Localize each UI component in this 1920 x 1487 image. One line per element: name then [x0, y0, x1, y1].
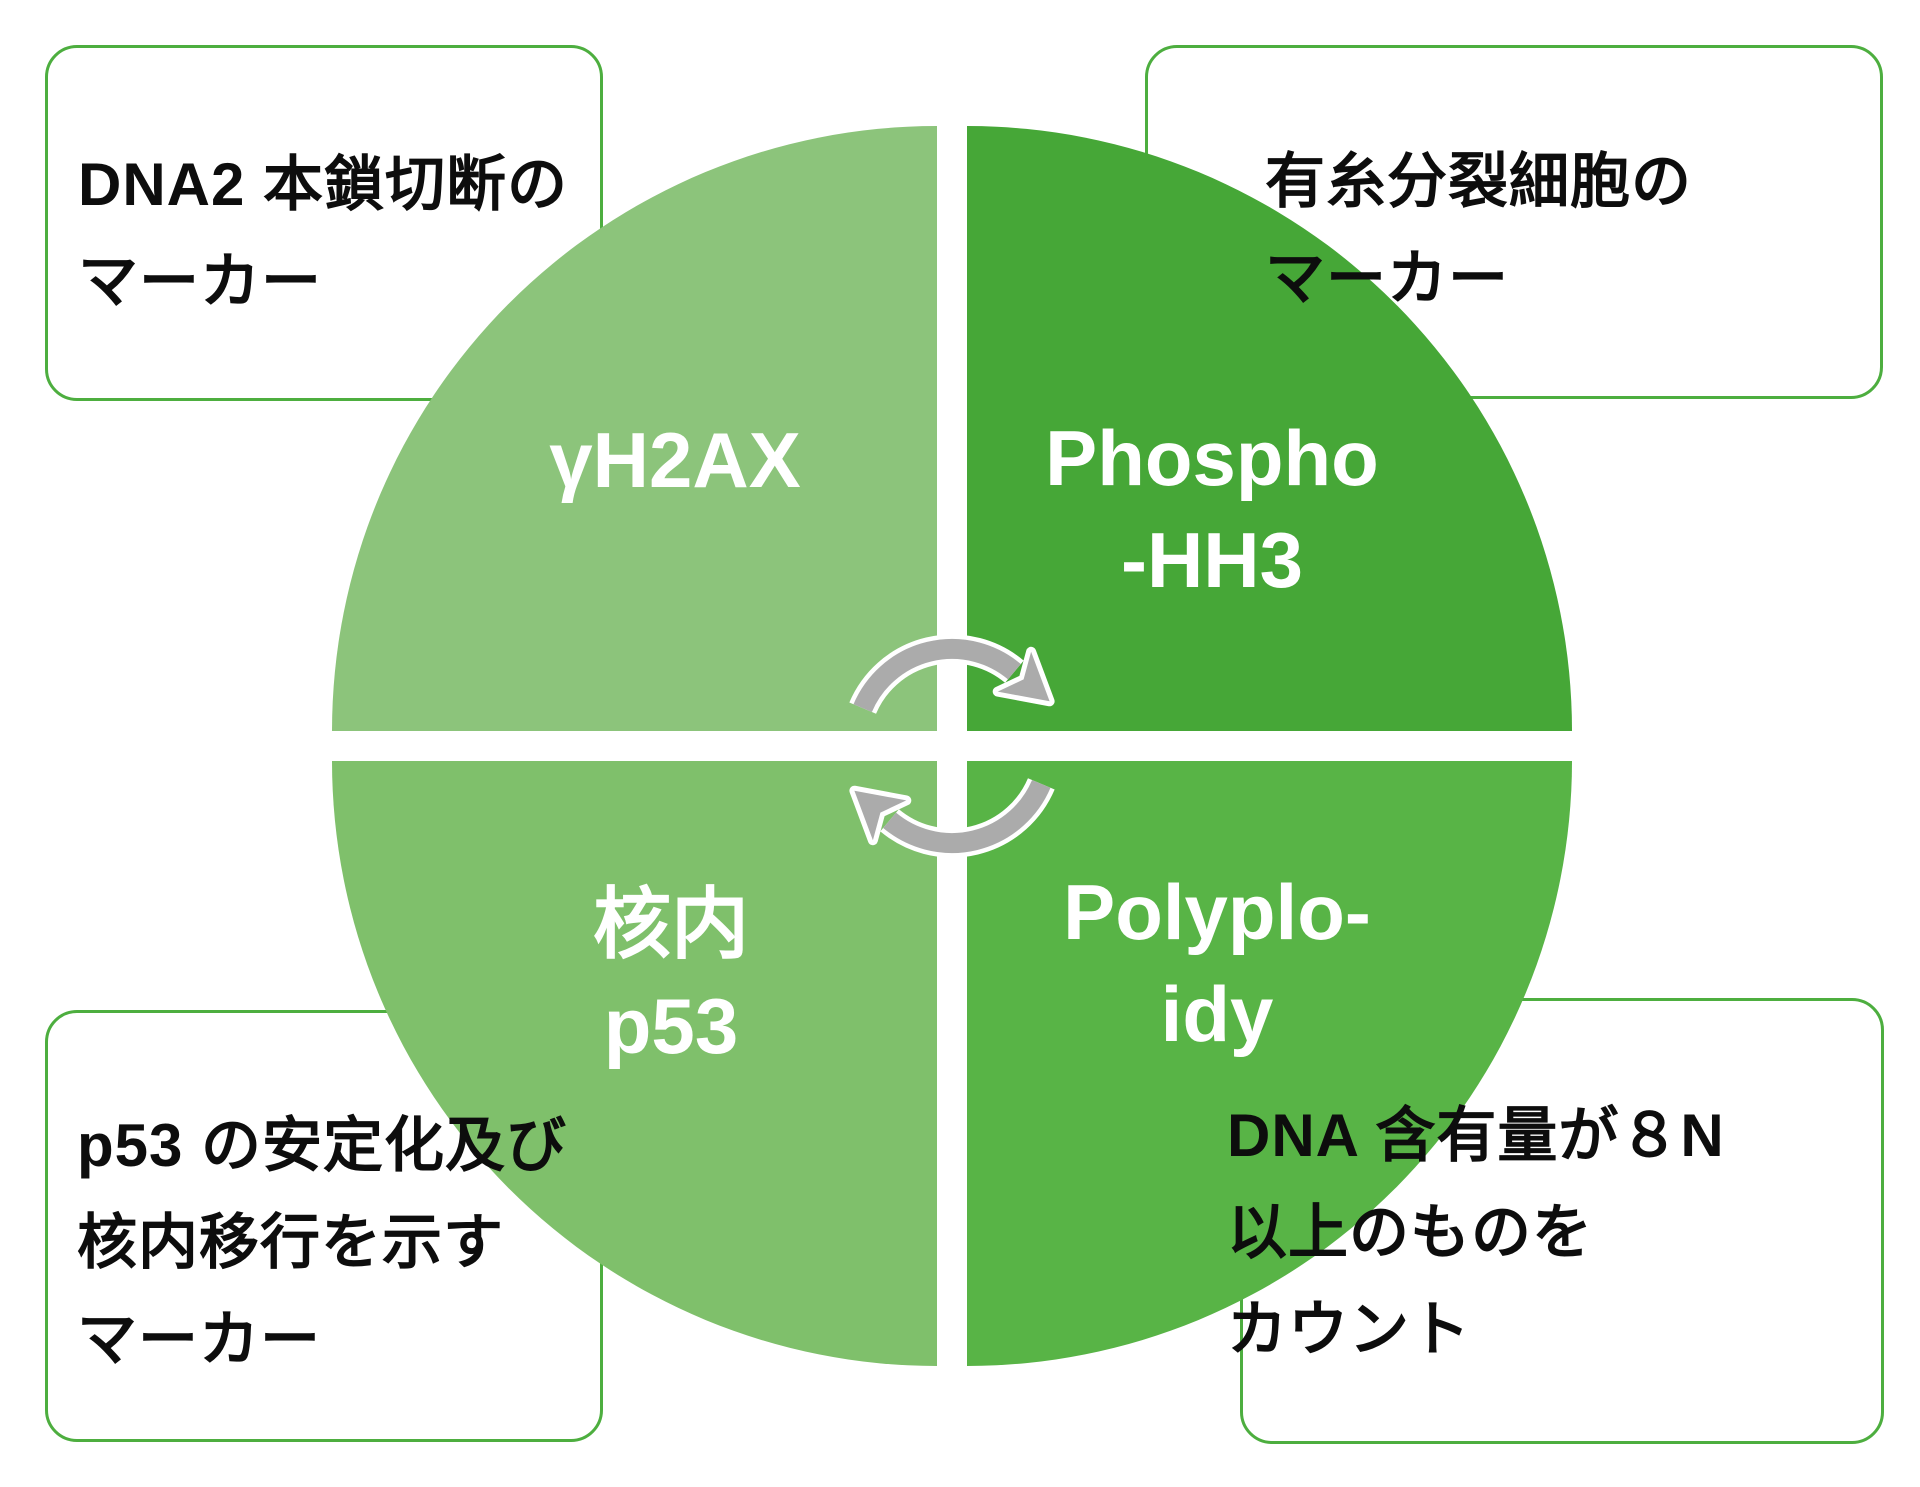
- callout-line: カウント: [1227, 1296, 1471, 1363]
- quadrant-label-gamma-h2ax: γH2AX: [549, 409, 800, 511]
- callout-line: 有糸分裂細胞の: [1265, 148, 1692, 215]
- callout-text-bottom-right: DNA 含有量が８N 以上のものを カウント: [1227, 1087, 1725, 1378]
- callout-text-top-left: DNA2 本鎖切断の マーカー: [78, 136, 568, 330]
- label-line: p53: [603, 982, 739, 1070]
- callout-line: マーカー: [78, 248, 322, 315]
- label-line: -HH3: [1120, 516, 1304, 604]
- callout-line: マーカー: [77, 1306, 321, 1373]
- label-line: Polyplo-: [1063, 868, 1371, 956]
- label-line: idy: [1160, 970, 1274, 1058]
- cycle-arrows-icon: [849, 634, 1055, 858]
- callout-text-bottom-left: p53 の安定化及び 核内移行を示す マーカー: [77, 1097, 567, 1388]
- callout-line: マーカー: [1265, 245, 1509, 312]
- callout-line: DNA2 本鎖切断の: [78, 151, 569, 218]
- label-line: 核内: [592, 880, 750, 968]
- callout-line: p53 の安定化及び: [77, 1112, 568, 1179]
- callout-line: DNA 含有量が８N: [1227, 1102, 1725, 1169]
- label-line: γH2AX: [549, 416, 801, 504]
- quadrant-label-polyploidy: Polyplo- idy: [1063, 861, 1371, 1065]
- quadrant-label-nuclear-p53: 核内 p53: [593, 873, 749, 1077]
- quadrant-label-phospho-hh3: Phospho -HH3: [1045, 407, 1379, 611]
- callout-line: 以上のものを: [1227, 1199, 1593, 1266]
- callout-line: 核内移行を示す: [77, 1209, 504, 1276]
- callout-text-top-right: 有糸分裂細胞の マーカー: [1265, 133, 1692, 327]
- label-line: Phospho: [1045, 414, 1379, 502]
